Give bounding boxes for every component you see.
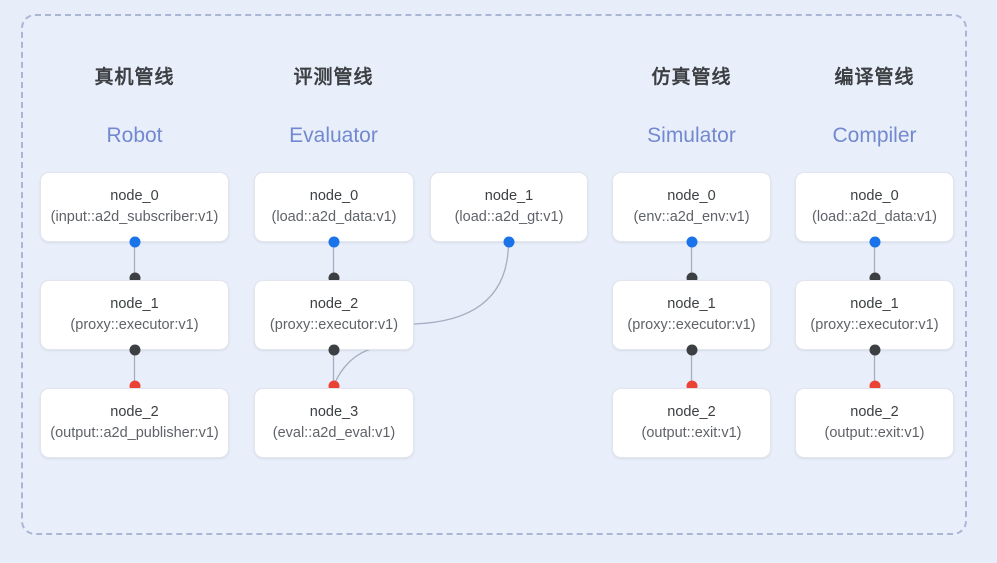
port-input-robot-2[interactable] [129, 380, 140, 392]
node-evaluator-0[interactable]: node_0 (load::a2d_data:v1) [254, 172, 414, 242]
node-robot-1[interactable]: node_1 (proxy::executor:v1) [40, 280, 229, 350]
node-evaluator-1[interactable]: node_1 (load::a2d_gt:v1) [430, 172, 588, 242]
node-id: node_2 [309, 295, 359, 312]
node-id: node_2 [850, 403, 899, 420]
port-output-evaluator-2[interactable] [328, 344, 339, 356]
node-robot-0[interactable]: node_0 (input::a2d_subscriber:v1) [40, 172, 229, 242]
column-subtitle-simulator: Simulator [647, 124, 736, 147]
port-input-evaluator-3[interactable] [328, 380, 339, 392]
node-robot-2[interactable]: node_2 (output::a2d_publisher:v1) [40, 388, 229, 458]
node-evaluator-2[interactable]: node_2 (proxy::executor:v1) [254, 280, 414, 350]
node-compiler-0[interactable]: node_0 (load::a2d_data:v1) [795, 172, 954, 242]
column-title-robot: 真机管线 [94, 67, 175, 88]
node-id: node_1 [110, 295, 159, 312]
node-id: node_2 [667, 403, 716, 420]
node-type: (input::a2d_subscriber:v1) [50, 209, 219, 225]
port-input-evaluator-2[interactable] [328, 272, 339, 284]
node-id: node_0 [309, 187, 359, 204]
port-input-simulator-2[interactable] [686, 380, 697, 392]
port-output-simulator-0[interactable] [686, 236, 697, 248]
node-type: (load::a2d_gt:v1) [454, 209, 564, 225]
column-title-compiler: 编译管线 [834, 67, 915, 88]
node-id: node_0 [110, 187, 159, 204]
node-simulator-2[interactable]: node_2 (output::exit:v1) [612, 388, 771, 458]
port-input-simulator-1[interactable] [686, 272, 697, 284]
node-type: (env::a2d_env:v1) [633, 209, 750, 225]
node-evaluator-3[interactable]: node_3 (eval::a2d_eval:v1) [254, 388, 414, 458]
port-output-compiler-0[interactable] [869, 236, 880, 248]
node-compiler-1[interactable]: node_1 (proxy::executor:v1) [795, 280, 954, 350]
column-title-simulator: 仿真管线 [651, 67, 732, 88]
column-title-evaluator: 评测管线 [293, 67, 374, 88]
node-id: node_1 [484, 187, 534, 204]
port-output-evaluator-1[interactable] [503, 236, 514, 248]
node-id: node_1 [667, 295, 716, 312]
port-output-robot-1[interactable] [129, 344, 140, 356]
node-type: (proxy::executor:v1) [627, 317, 756, 333]
port-output-simulator-1[interactable] [686, 344, 697, 356]
node-type: (output::exit:v1) [824, 425, 925, 441]
node-type: (output::a2d_publisher:v1) [50, 425, 219, 441]
port-output-evaluator-0[interactable] [328, 236, 339, 248]
column-subtitle-evaluator: Evaluator [289, 124, 378, 147]
node-id: node_3 [309, 403, 359, 420]
node-simulator-1[interactable]: node_1 (proxy::executor:v1) [612, 280, 771, 350]
port-input-robot-1[interactable] [129, 272, 140, 284]
node-type: (proxy::executor:v1) [269, 317, 399, 333]
node-type: (load::a2d_data:v1) [271, 209, 397, 225]
node-type: (proxy::executor:v1) [810, 317, 939, 333]
port-output-compiler-1[interactable] [869, 344, 880, 356]
column-subtitle-robot: Robot [106, 124, 163, 147]
node-id: node_0 [667, 187, 716, 204]
port-input-compiler-1[interactable] [869, 272, 880, 284]
node-type: (load::a2d_data:v1) [812, 209, 937, 225]
node-id: node_2 [110, 403, 159, 420]
node-type: (output::exit:v1) [641, 425, 742, 441]
node-id: node_1 [850, 295, 899, 312]
node-compiler-2[interactable]: node_2 (output::exit:v1) [795, 388, 954, 458]
node-id: node_0 [850, 187, 899, 204]
node-simulator-0[interactable]: node_0 (env::a2d_env:v1) [612, 172, 771, 242]
node-type: (eval::a2d_eval:v1) [272, 425, 396, 441]
column-subtitle-compiler: Compiler [832, 124, 917, 147]
port-output-robot-0[interactable] [129, 236, 140, 248]
node-type: (proxy::executor:v1) [70, 317, 199, 333]
port-input-compiler-2[interactable] [869, 380, 880, 392]
